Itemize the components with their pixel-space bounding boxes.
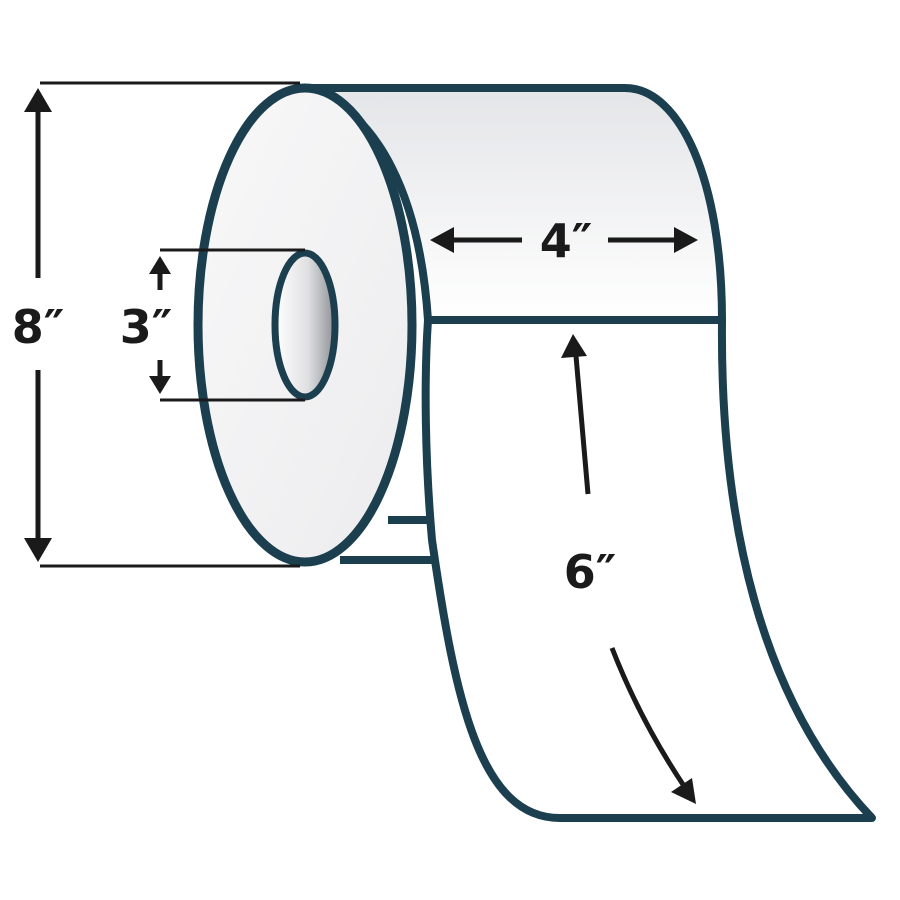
label-length-dimension: 6″ [561,334,696,804]
length-line-lower [609,647,687,788]
roll-face [193,83,417,567]
core-arrow-up [149,256,171,274]
label-strip-shape [421,316,876,822]
length-line-upper [573,355,591,495]
core-arrow-down [149,376,171,394]
arrow-down [24,538,52,562]
label-width-dimension: 4″ [430,214,698,268]
roll-bottom-lines [340,516,436,564]
outer-diameter-dimension: 8″ [12,81,300,568]
length-arrow-up [561,334,587,358]
core-diameter-dimension: 3″ [120,248,305,402]
length-arrow-down [671,778,696,804]
width-arrow-right [674,227,698,253]
outer-diameter-label: 8″ [12,300,65,354]
label-length-label: 6″ [564,545,617,599]
width-arrow-left [430,227,454,253]
core-diameter-label: 3″ [120,300,173,354]
arrow-up [24,88,52,112]
label-width-label: 4″ [540,214,593,268]
core-hole [271,249,339,401]
label-strip [421,316,876,822]
